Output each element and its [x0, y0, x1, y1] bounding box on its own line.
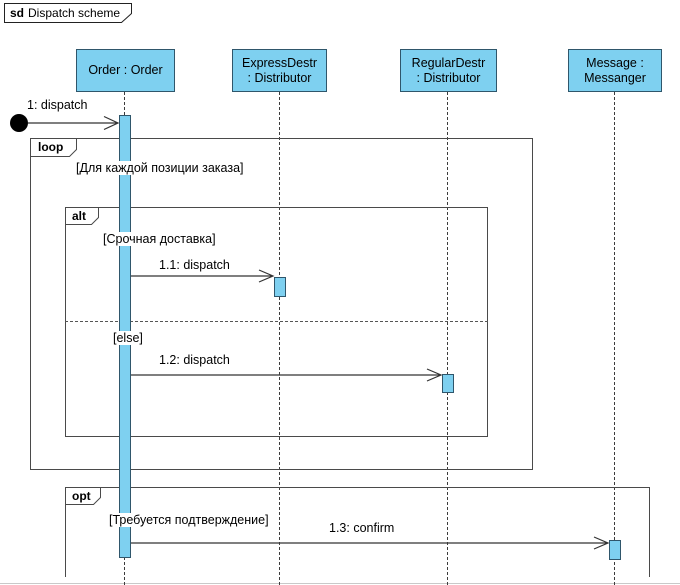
alt-guard-urgent: [Срочная доставка] [101, 232, 218, 246]
message-1-arrow[interactable] [28, 115, 120, 131]
fragment-loop[interactable] [30, 138, 533, 470]
activation-message[interactable] [609, 540, 621, 560]
fragment-opt[interactable] [65, 487, 650, 577]
message-1-3-label[interactable]: 1.3: confirm [327, 521, 397, 535]
frame-title-text: Dispatch scheme [28, 6, 121, 20]
alt-separator [65, 321, 488, 322]
frame-title-keyword: sd [10, 6, 25, 20]
message-1-1-label[interactable]: 1.1: dispatch [157, 258, 232, 272]
lifeline-head-message[interactable]: Message : Messanger [568, 49, 662, 92]
loop-guard: [Для каждой позиции заказа] [74, 161, 246, 175]
lifeline-regulardestr[interactable] [447, 92, 448, 585]
fragment-alt[interactable] [65, 207, 488, 437]
message-1-label[interactable]: 1: dispatch [25, 98, 90, 112]
message-1-2-label[interactable]: 1.2: dispatch [157, 353, 232, 367]
activation-expressdestr[interactable] [274, 277, 286, 297]
activation-regulardestr[interactable] [442, 374, 454, 393]
loop-operator-label: loop [38, 140, 64, 154]
alt-guard-else: [else] [111, 331, 145, 345]
lifeline-head-order-label: Order : Order [88, 63, 163, 77]
opt-guard: [Требуется подтверждение] [107, 513, 271, 527]
lifeline-head-order[interactable]: Order : Order [76, 49, 175, 92]
opt-operator-label: opt [72, 489, 91, 503]
lifeline-head-expressdestr-label: ExpressDestr : Distributor [241, 55, 318, 85]
lifeline-head-expressdestr[interactable]: ExpressDestr : Distributor [232, 49, 327, 92]
canvas-bottom-edge [0, 583, 680, 584]
lifeline-expressdestr[interactable] [279, 92, 280, 585]
lifeline-head-message-label: Message : Messanger [584, 55, 646, 85]
lifeline-head-regulardestr-label: RegularDestr : Distributor [411, 55, 486, 85]
lifeline-message[interactable] [614, 92, 615, 585]
alt-operator-label: alt [72, 209, 87, 223]
found-message-circle[interactable] [10, 114, 28, 132]
lifeline-head-regulardestr[interactable]: RegularDestr : Distributor [400, 49, 497, 92]
